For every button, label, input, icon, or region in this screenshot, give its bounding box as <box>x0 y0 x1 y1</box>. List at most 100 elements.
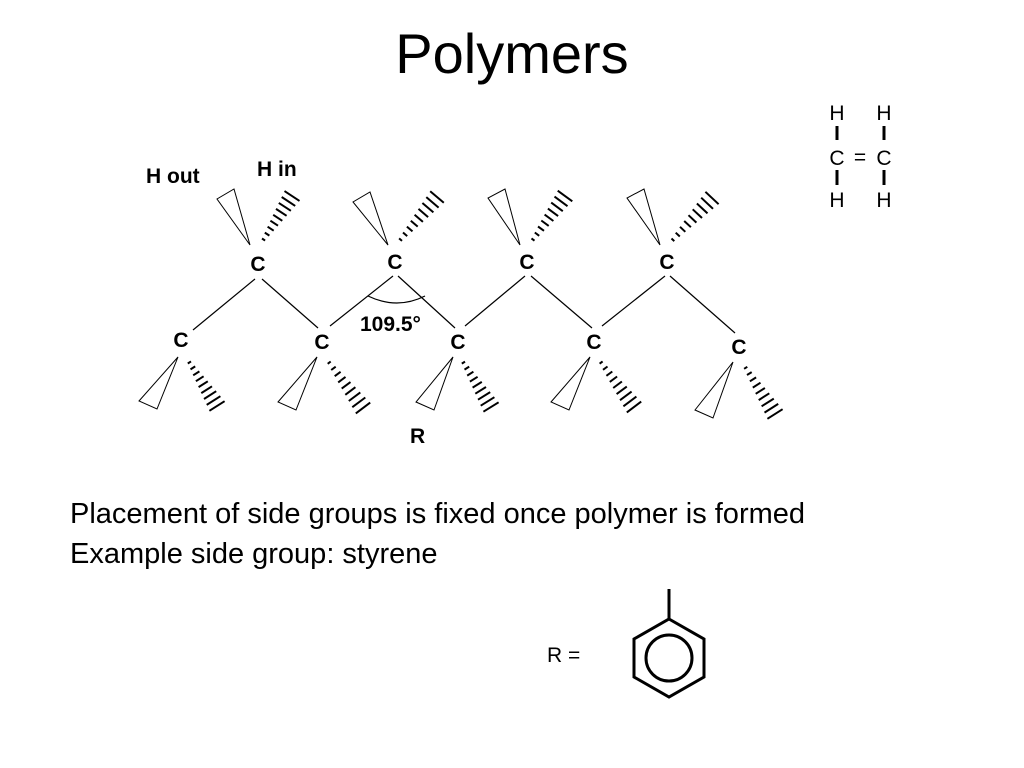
hashed-bond <box>670 191 720 242</box>
hashed-bond <box>327 360 371 415</box>
hash-stroke <box>206 395 221 406</box>
wedge-bond <box>487 188 521 246</box>
hash-stroke <box>472 381 483 389</box>
carbon-atom: C <box>173 329 188 352</box>
hashed-bond <box>461 360 500 413</box>
hash-stroke <box>187 360 192 365</box>
hash-stroke <box>755 387 766 395</box>
ethylene-double-bond: = <box>854 146 866 169</box>
hash-stroke <box>334 370 342 378</box>
carbon-atom: C <box>314 331 329 354</box>
hash-stroke <box>550 201 564 213</box>
hashed-bond <box>743 365 784 420</box>
hash-stroke <box>195 375 205 383</box>
hash-stroke <box>267 225 275 232</box>
wedge-bond <box>138 356 179 410</box>
ethylene-c-left: C <box>829 147 844 170</box>
hash-stroke <box>746 371 753 376</box>
hash-stroke <box>612 380 623 389</box>
hash-stroke <box>410 219 419 228</box>
hash-stroke <box>622 395 637 408</box>
hash-stroke <box>675 231 681 238</box>
hash-stroke <box>469 375 479 383</box>
bond <box>601 275 666 327</box>
hashed-bond <box>261 190 301 242</box>
styrene-r-label: R = <box>547 644 580 667</box>
hash-stroke <box>281 196 296 207</box>
hashed-bond <box>530 189 573 242</box>
ethylene-h-bottom-right: H <box>876 189 891 212</box>
bond <box>464 275 526 327</box>
hash-stroke <box>425 196 440 209</box>
hash-stroke <box>692 208 703 219</box>
hash-stroke <box>480 396 495 407</box>
hashed-bond <box>598 360 642 414</box>
hash-stroke <box>758 392 770 401</box>
hash-stroke <box>616 385 628 395</box>
ethylene-h-top-left: H <box>829 102 844 125</box>
hash-stroke <box>327 360 332 365</box>
hash-stroke <box>704 191 720 205</box>
hashed-bond <box>187 360 226 412</box>
ethylene-h-bottom-left: H <box>829 189 844 212</box>
carbon-atom: C <box>519 251 534 274</box>
hash-stroke <box>761 397 775 408</box>
hash-stroke <box>466 370 474 377</box>
hash-stroke <box>605 370 613 377</box>
hash-stroke <box>477 391 491 401</box>
hash-stroke <box>696 202 709 215</box>
hash-stroke <box>544 213 554 222</box>
bond-angle-label: 109.5° <box>360 313 421 336</box>
benzene-aromatic-circle <box>644 633 694 683</box>
hash-stroke <box>626 400 642 414</box>
hash-stroke <box>547 207 559 217</box>
wedge-bond <box>216 188 251 246</box>
wedge-bond <box>550 356 591 411</box>
hash-stroke <box>406 225 414 233</box>
hash-stroke <box>670 237 675 242</box>
backbone-bonds <box>192 275 736 334</box>
hash-stroke <box>534 231 540 237</box>
hash-stroke <box>413 214 424 223</box>
hash-stroke <box>557 189 573 203</box>
hash-stroke <box>337 376 347 384</box>
hash-stroke <box>355 401 371 415</box>
hash-stroke <box>602 365 609 371</box>
hash-stroke <box>537 225 545 232</box>
hashed-bonds <box>187 189 784 420</box>
hash-stroke <box>474 386 487 395</box>
carbon-atom: C <box>731 336 746 359</box>
carbon-atom: C <box>250 253 265 276</box>
hash-stroke <box>275 208 288 217</box>
hash-stroke <box>763 403 779 414</box>
hash-stroke <box>700 196 714 210</box>
hash-stroke <box>540 219 550 227</box>
bond <box>397 275 456 329</box>
bond <box>261 278 319 329</box>
bullet-example-styrene: Example side group: styrene <box>70 538 438 570</box>
wedge-bond <box>626 188 661 246</box>
hash-stroke <box>402 231 408 237</box>
hash-stroke <box>330 365 337 371</box>
ethylene-formula: H H C = C H H <box>829 102 891 212</box>
hash-stroke <box>749 376 757 383</box>
hash-stroke <box>679 226 686 233</box>
slide-title: Polymers <box>395 22 629 85</box>
hash-stroke <box>200 385 213 394</box>
carbon-atom: C <box>450 331 465 354</box>
hash-stroke <box>687 214 698 224</box>
hash-stroke <box>198 380 209 388</box>
hash-stroke <box>351 396 366 409</box>
benzene-ring-icon <box>632 589 706 699</box>
hash-stroke <box>609 375 618 383</box>
bond <box>530 275 593 329</box>
benzene-hexagon <box>632 617 706 699</box>
hash-stroke <box>278 202 292 212</box>
hash-stroke <box>283 190 301 202</box>
ethylene-h-top-right: H <box>876 102 891 125</box>
hash-stroke <box>752 381 762 389</box>
hash-stroke <box>189 365 196 371</box>
hash-stroke <box>203 390 217 400</box>
carbon-atom: C <box>659 251 674 274</box>
